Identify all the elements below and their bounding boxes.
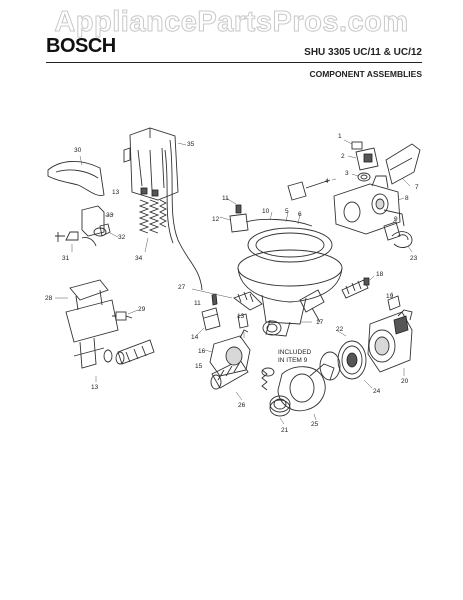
part-31-springs bbox=[138, 187, 168, 253]
callout-10: 10 bbox=[262, 208, 270, 215]
brand-logo: BOSCH bbox=[46, 35, 116, 57]
part-20-pump-motor bbox=[367, 309, 413, 376]
callout-34: 30 bbox=[74, 147, 82, 154]
callout-labels: 30 35 1 2 3 4 7 8 9 13 11 12 10 5 6 33 3… bbox=[45, 133, 419, 434]
part-33-valve bbox=[81, 205, 115, 237]
callout-13-lower: 13 bbox=[91, 384, 99, 391]
callout-19: 19 bbox=[386, 293, 394, 300]
callout-4: 4 bbox=[325, 178, 329, 185]
callout-13-center: 13 bbox=[237, 313, 245, 320]
callout-26: 26 bbox=[238, 402, 246, 409]
part-22-impeller bbox=[319, 340, 373, 389]
callout-32: 32 bbox=[118, 234, 126, 241]
part-23-clamp bbox=[391, 231, 413, 253]
part-28-sensor bbox=[112, 309, 139, 321]
callout-2: 2 bbox=[341, 153, 345, 160]
part-small-spring bbox=[261, 367, 275, 391]
section-title: COMPONENT ASSEMBLIES bbox=[309, 69, 422, 79]
callout-21: 22 bbox=[336, 326, 344, 333]
part-8-heater-assembly bbox=[333, 175, 405, 235]
callout-20: 20 bbox=[401, 378, 409, 385]
part-30-fitting bbox=[55, 231, 97, 252]
callout-30: 31 bbox=[62, 255, 70, 262]
part-16-motor bbox=[204, 329, 251, 377]
part-35-top-assembly bbox=[123, 127, 203, 291]
part-10-rack-connector bbox=[245, 211, 313, 227]
callout-8: 8 bbox=[405, 195, 409, 202]
part-17-sump bbox=[237, 227, 343, 337]
part-11-screw-upper bbox=[225, 197, 242, 214]
callout-15: 15 bbox=[195, 363, 203, 370]
included-note-line-2: IN ITEM 9 bbox=[278, 357, 308, 364]
callout-22: 24 bbox=[373, 388, 381, 395]
callout-17: 17 bbox=[316, 319, 324, 326]
callout-23: 23 bbox=[410, 255, 418, 262]
part-4-fitting bbox=[287, 178, 337, 201]
callout-11-lower: 11 bbox=[194, 300, 201, 307]
callout-1: 1 bbox=[338, 133, 342, 140]
part-13-hose-left bbox=[95, 339, 155, 382]
included-note-line-1: INCLUDED bbox=[278, 349, 312, 356]
callout-27: 27 bbox=[178, 284, 186, 291]
part-25-seal-ring bbox=[269, 395, 291, 425]
callout-14: 14 bbox=[191, 334, 199, 341]
part-9-pump-housing bbox=[383, 217, 401, 241]
part-18-heater-element bbox=[341, 275, 375, 299]
callout-16: 16 bbox=[198, 348, 206, 355]
callout-7: 7 bbox=[415, 184, 419, 191]
callout-24: 25 bbox=[311, 421, 319, 428]
part-12-bracket bbox=[219, 213, 249, 233]
part-11-screw-lower bbox=[211, 293, 218, 306]
callout-12: 12 bbox=[212, 216, 220, 223]
part-14-clip bbox=[195, 307, 221, 337]
callout-13-upper: 13 bbox=[112, 189, 120, 196]
callout-35: 35 bbox=[187, 141, 195, 148]
callout-6: 6 bbox=[298, 211, 302, 218]
callout-25: 21 bbox=[281, 427, 289, 434]
callout-29: 28 bbox=[45, 295, 53, 302]
part-27-pipe bbox=[191, 288, 263, 311]
part-21-motor-bracket bbox=[335, 329, 347, 337]
callout-18: 18 bbox=[376, 271, 384, 278]
part-19-connector bbox=[387, 292, 401, 311]
part-1-cap bbox=[343, 139, 363, 150]
part-2-valve-body bbox=[347, 147, 379, 171]
part-7-shield bbox=[385, 143, 421, 187]
callout-5: 5 bbox=[285, 208, 289, 215]
part-13-small-part bbox=[237, 313, 249, 338]
callout-31: 34 bbox=[135, 255, 143, 262]
callout-33: 33 bbox=[106, 212, 114, 219]
callout-28: 29 bbox=[138, 306, 146, 313]
part-24-pump-housing bbox=[277, 363, 335, 421]
part-34-side-cover bbox=[47, 155, 105, 197]
part-3-seal bbox=[351, 172, 371, 182]
part-29-bracket bbox=[55, 279, 119, 369]
callout-3: 3 bbox=[345, 170, 349, 177]
part-32-clip bbox=[99, 223, 119, 238]
model-number: SHU 3305 UC/11 & UC/12 bbox=[304, 47, 422, 58]
part-26-hose bbox=[210, 359, 249, 401]
watermark: AppliancePartsPros.com bbox=[54, 6, 409, 39]
callout-11-upper: 11 bbox=[222, 195, 229, 202]
callout-9: 9 bbox=[394, 216, 398, 223]
header-rule bbox=[46, 62, 422, 63]
